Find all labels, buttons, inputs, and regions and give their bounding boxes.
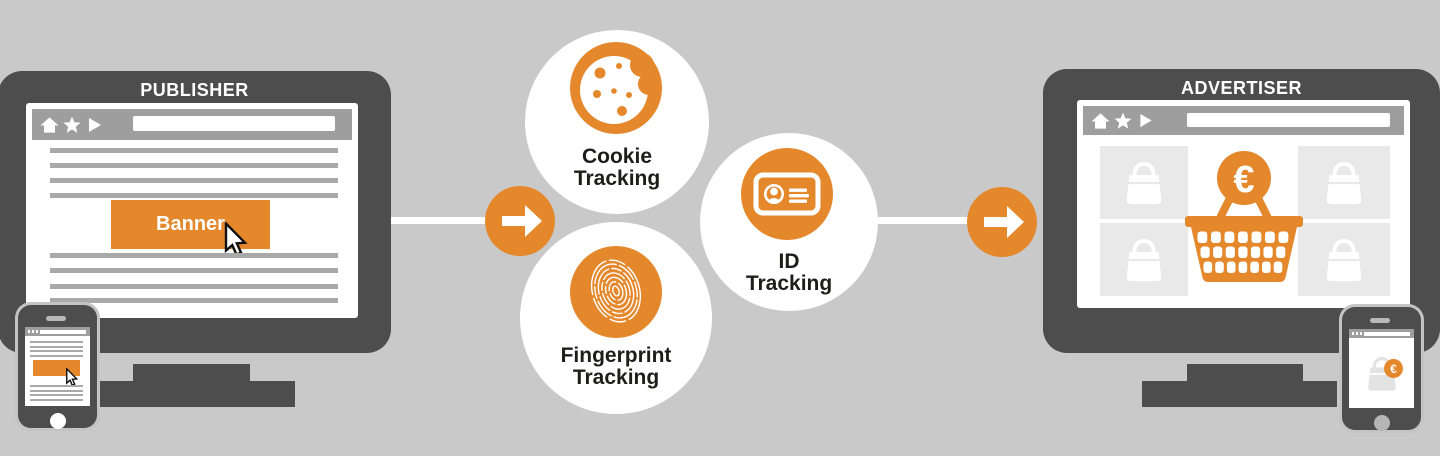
toolbar-dot <box>32 330 34 333</box>
text-line <box>30 354 83 357</box>
svg-text:€: € <box>1233 159 1254 201</box>
fingerprint-icon <box>570 246 662 338</box>
phone-home-button <box>49 413 66 429</box>
toolbar-dot <box>1356 332 1358 335</box>
publisher-phone-screen <box>25 327 90 406</box>
text-line <box>50 163 338 168</box>
shopping-bag-icon <box>1317 234 1371 284</box>
home-icon <box>1091 112 1110 130</box>
text-line <box>30 341 83 343</box>
product-tile <box>1298 146 1390 219</box>
ad-banner: Banner <box>111 200 270 249</box>
publisher-monitor: PUBLISHER Banner <box>0 71 391 353</box>
toolbar-dot <box>36 330 38 333</box>
cookie-tracking-label: Cookie Tracking <box>573 145 661 190</box>
product-tile <box>1298 223 1390 296</box>
publisher-phone <box>18 305 97 429</box>
phone-browser-toolbar <box>25 327 90 336</box>
shopping-bag-icon <box>1117 234 1171 284</box>
ad-banner-label: Banner <box>156 213 225 235</box>
toolbar-dot <box>1352 332 1354 335</box>
text-line <box>30 389 83 392</box>
phone-speaker <box>46 316 66 321</box>
publisher-monitor-stand-neck <box>133 364 250 382</box>
arrow-right-icon <box>967 187 1037 257</box>
advertiser-phone: € <box>1342 307 1421 431</box>
publisher-browser-window: Banner <box>26 103 358 318</box>
star-icon <box>1114 112 1133 130</box>
home-icon <box>40 116 59 134</box>
text-line <box>30 394 83 396</box>
phone-speaker <box>1370 318 1390 323</box>
cursor-icon <box>65 368 78 387</box>
text-line <box>30 345 83 348</box>
phone-browser-toolbar <box>1349 329 1414 338</box>
publisher-page-content: Banner <box>32 140 352 312</box>
cookie-tracking-node: Cookie Tracking <box>525 30 709 214</box>
euro-coin-icon: € <box>1206 151 1282 231</box>
advertiser-monitor-stand-base <box>1142 381 1337 407</box>
text-line <box>50 284 338 289</box>
connector-line-left <box>391 217 488 224</box>
text-line <box>50 253 338 258</box>
publisher-address-bar <box>133 116 335 131</box>
advertiser-monitor: ADVERTISER <box>1043 69 1440 353</box>
phone-home-button <box>1373 415 1390 431</box>
advertiser-browser-window: € <box>1077 100 1410 308</box>
forward-icon <box>88 117 107 135</box>
text-line <box>50 193 338 198</box>
shopping-bag-icon <box>1317 157 1371 207</box>
text-line <box>50 148 338 153</box>
cookie-icon <box>570 42 662 134</box>
publisher-browser-toolbar <box>32 109 352 140</box>
text-line <box>30 398 83 401</box>
text-line <box>50 178 338 183</box>
phone-address-bar <box>40 329 86 334</box>
publisher-monitor-stand-base <box>100 381 295 407</box>
text-line <box>30 385 83 387</box>
advertiser-address-bar <box>1187 113 1390 127</box>
text-line <box>50 268 338 273</box>
phone-address-bar <box>1364 331 1410 336</box>
advertiser-monitor-stand-neck <box>1187 364 1303 382</box>
basket-icon <box>1185 216 1303 282</box>
text-line <box>30 350 83 352</box>
id-tracking-node: ID Tracking <box>700 133 878 311</box>
publisher-title: PUBLISHER <box>140 80 249 100</box>
id-card-icon <box>741 148 833 240</box>
toolbar-dot <box>28 330 30 333</box>
shopping-bag-icon <box>1117 157 1171 207</box>
advertiser-browser-toolbar <box>1083 106 1404 135</box>
text-line <box>50 298 338 303</box>
advertiser-phone-screen: € <box>1349 329 1414 408</box>
product-tile <box>1100 146 1188 219</box>
connector-line-right <box>870 217 970 224</box>
forward-icon <box>1139 113 1158 131</box>
toolbar-dot <box>1360 332 1362 335</box>
id-tracking-label: ID Tracking <box>745 250 833 295</box>
advertiser-page-content: € <box>1083 135 1404 302</box>
euro-badge-icon: € <box>1384 359 1403 378</box>
product-tile <box>1100 223 1188 296</box>
fingerprint-tracking-label: Fingerprint Tracking <box>560 344 672 389</box>
fingerprint-tracking-node: Fingerprint Tracking <box>520 222 712 414</box>
star-icon <box>63 116 82 134</box>
advertiser-title: ADVERTISER <box>1180 78 1302 98</box>
arrow-right-icon <box>485 186 555 256</box>
